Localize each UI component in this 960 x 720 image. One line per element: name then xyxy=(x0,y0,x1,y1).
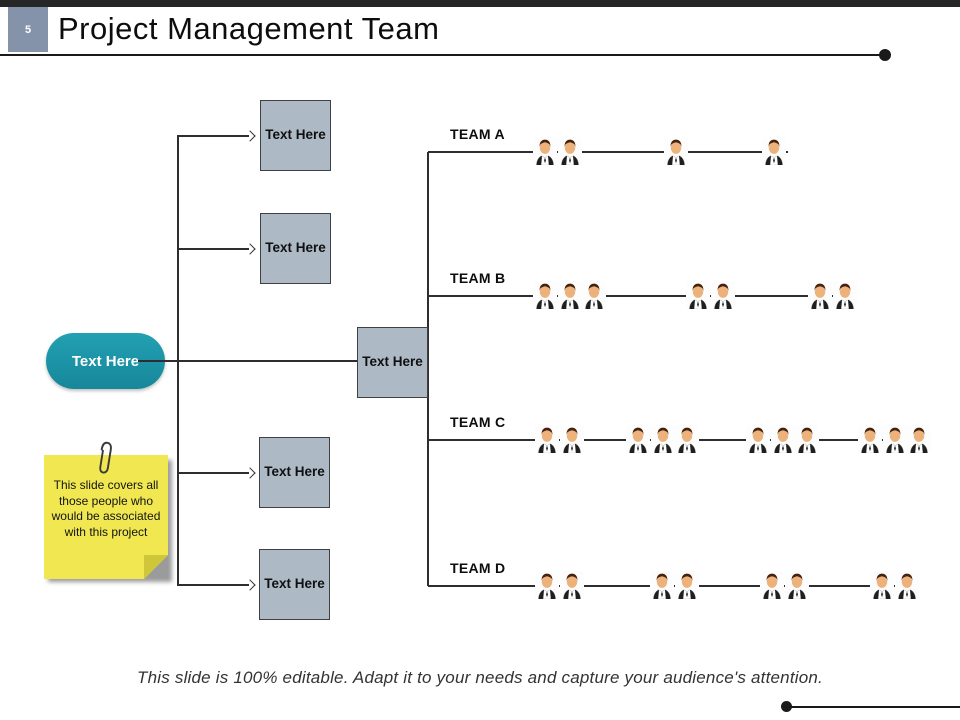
slide-number-badge: 5 xyxy=(8,7,48,52)
person-icon xyxy=(795,425,819,454)
root-node-label: Text Here xyxy=(71,352,140,370)
person-icon xyxy=(533,281,557,310)
person-icon xyxy=(870,571,894,600)
text-placeholder-box-4[interactable]: Text Here xyxy=(259,549,330,620)
person-icon xyxy=(650,425,675,454)
person-icon xyxy=(907,425,931,454)
team-label[interactable]: TEAM B xyxy=(450,270,506,286)
sticky-note-fold xyxy=(144,555,168,579)
person-icon xyxy=(535,425,559,454)
person-icon xyxy=(710,281,735,310)
page-title: Project Management Team xyxy=(58,11,440,46)
connector-arrow-3 xyxy=(177,472,249,474)
top-border-bar xyxy=(0,0,960,7)
team-branch-line xyxy=(428,295,852,297)
connector-root-line xyxy=(138,360,357,362)
person-icon xyxy=(858,425,882,454)
arrowhead-icon xyxy=(244,467,256,479)
footer-line-end-dot xyxy=(781,701,792,712)
person-icon xyxy=(675,425,699,454)
person-icon xyxy=(894,571,919,600)
person-icon xyxy=(832,281,857,310)
hub-node[interactable]: Text Here xyxy=(357,327,428,398)
placeholder-label: Text Here xyxy=(265,240,326,256)
person-icon xyxy=(650,571,674,600)
person-icon xyxy=(760,571,784,600)
arrowhead-icon xyxy=(244,243,256,255)
connector-arrow-4 xyxy=(177,584,249,586)
person-icon xyxy=(557,137,582,166)
person-icon xyxy=(535,571,559,600)
connector-arrow-2 xyxy=(177,248,249,250)
root-node[interactable]: Text Here xyxy=(46,333,165,389)
person-icon xyxy=(582,281,606,310)
person-icon xyxy=(882,425,907,454)
person-icon xyxy=(626,425,650,454)
connector-arrow-1 xyxy=(177,135,249,137)
person-icon xyxy=(784,571,809,600)
team-branch-line xyxy=(428,151,788,153)
paperclip-icon xyxy=(89,436,118,486)
person-icon xyxy=(808,281,832,310)
placeholder-label: Text Here xyxy=(265,127,326,143)
text-placeholder-box-3[interactable]: Text Here xyxy=(259,437,330,508)
team-label[interactable]: TEAM D xyxy=(450,560,506,576)
text-placeholder-box-2[interactable]: Text Here xyxy=(260,213,331,284)
text-placeholder-box-1[interactable]: Text Here xyxy=(260,100,331,171)
footer-rule xyxy=(787,706,960,708)
placeholder-label: Text Here xyxy=(264,464,325,480)
placeholder-label: Text Here xyxy=(264,576,325,592)
title-line-end-dot xyxy=(879,49,891,61)
footer-caption: This slide is 100% editable. Adapt it to… xyxy=(137,668,823,687)
arrowhead-icon xyxy=(244,579,256,591)
person-icon xyxy=(746,425,770,454)
note-text: This slide covers all those people who w… xyxy=(51,478,161,539)
person-icon xyxy=(674,571,699,600)
arrowhead-icon xyxy=(244,130,256,142)
person-icon xyxy=(557,281,582,310)
hub-node-label: Text Here xyxy=(362,354,423,370)
person-icon xyxy=(686,281,710,310)
person-icon xyxy=(762,137,786,166)
team-label[interactable]: TEAM C xyxy=(450,414,506,430)
person-icon xyxy=(770,425,795,454)
person-icon xyxy=(664,137,688,166)
person-icon xyxy=(559,425,584,454)
title-underline xyxy=(0,54,886,56)
team-label[interactable]: TEAM A xyxy=(450,126,505,142)
person-icon xyxy=(559,571,584,600)
slide-number: 5 xyxy=(24,23,32,36)
person-icon xyxy=(533,137,557,166)
